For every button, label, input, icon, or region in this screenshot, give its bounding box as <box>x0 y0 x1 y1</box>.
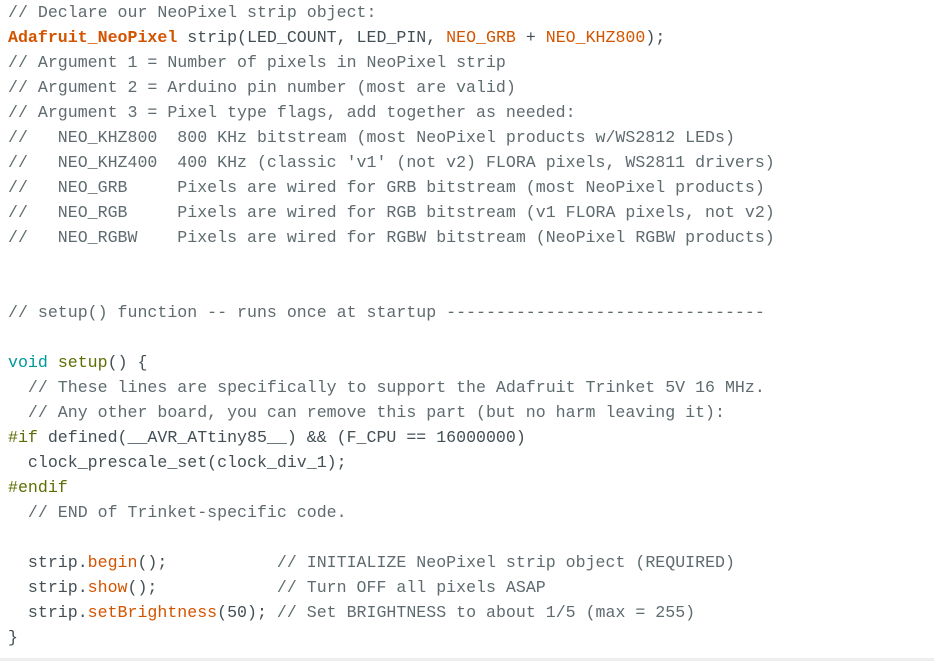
code-line-17: // Any other board, you can remove this … <box>8 400 775 425</box>
comment: // These lines are specifically to suppo… <box>8 378 765 397</box>
code-line-7: // NEO_KHZ400 400 KHz (classic 'v1' (not… <box>8 150 775 175</box>
comment: // Argument 1 = Number of pixels in NeoP… <box>8 53 506 72</box>
code-line-19: clock_prescale_set(clock_div_1); <box>8 450 775 475</box>
comment: // setup() function -- runs once at star… <box>8 303 765 322</box>
code-line-10: // NEO_RGBW Pixels are wired for RGBW bi… <box>8 225 775 250</box>
code-text: strip. <box>8 603 88 622</box>
code-line-14-blank <box>8 325 775 350</box>
code-text <box>48 353 58 372</box>
code-line-13: // setup() function -- runs once at star… <box>8 300 775 325</box>
code-line-12-blank <box>8 275 775 300</box>
comment: // NEO_RGB Pixels are wired for RGB bits… <box>8 203 775 222</box>
comment: // NEO_GRB Pixels are wired for GRB bits… <box>8 178 765 197</box>
code-line-6: // NEO_KHZ800 800 KHz bitstream (most Ne… <box>8 125 775 150</box>
code-line-23: strip.begin(); // INITIALIZE NeoPixel st… <box>8 550 775 575</box>
comment: // Any other board, you can remove this … <box>8 403 725 422</box>
function-name: setup <box>57 353 108 372</box>
code-line-26: } <box>8 625 775 650</box>
preprocessor-directive: #if <box>8 428 38 447</box>
horizontal-scrollbar-track[interactable] <box>0 658 934 661</box>
comment: // NEO_RGBW Pixels are wired for RGBW bi… <box>8 228 775 247</box>
code-line-11-blank <box>8 250 775 275</box>
code-text: (); <box>137 553 277 572</box>
comment: // Argument 2 = Arduino pin number (most… <box>8 78 516 97</box>
code-text: (); <box>127 578 277 597</box>
constant: NEO_KHZ800 <box>545 28 646 47</box>
code-text: () { <box>107 353 148 372</box>
code-line-5: // Argument 3 = Pixel type flags, add to… <box>8 100 775 125</box>
comment: // Declare our NeoPixel strip object: <box>8 3 377 22</box>
comment: // END of Trinket-specific code. <box>8 503 347 522</box>
comment: // Set BRIGHTNESS to about 1/5 (max = 25… <box>276 603 696 622</box>
code-text: strip. <box>8 553 88 572</box>
code-line-16: // These lines are specifically to suppo… <box>8 375 775 400</box>
comment: // NEO_KHZ400 400 KHz (classic 'v1' (not… <box>8 153 775 172</box>
constant: NEO_GRB <box>446 28 516 47</box>
comment: // Argument 3 = Pixel type flags, add to… <box>8 103 576 122</box>
code-line-20: #endif <box>8 475 775 500</box>
code-line-9: // NEO_RGB Pixels are wired for RGB bits… <box>8 200 775 225</box>
code-line-22-blank <box>8 525 775 550</box>
comment: // NEO_KHZ800 800 KHz bitstream (most Ne… <box>8 128 735 147</box>
method-name: begin <box>87 553 138 572</box>
preprocessor-directive: #endif <box>8 478 68 497</box>
type-name: Adafruit_NeoPixel <box>8 28 178 47</box>
code-line-24: strip.show(); // Turn OFF all pixels ASA… <box>8 575 775 600</box>
code-line-8: // NEO_GRB Pixels are wired for GRB bits… <box>8 175 775 200</box>
code-line-3: // Argument 1 = Number of pixels in NeoP… <box>8 50 775 75</box>
method-name: setBrightness <box>87 603 218 622</box>
code-line-18: #if defined(__AVR_ATtiny85__) && (F_CPU … <box>8 425 775 450</box>
code-line-25: strip.setBrightness(50); // Set BRIGHTNE… <box>8 600 775 625</box>
code-line-21: // END of Trinket-specific code. <box>8 500 775 525</box>
code-text: } <box>8 628 18 647</box>
code-text: strip(LED_COUNT, LED_PIN, <box>177 28 447 47</box>
code-line-4: // Argument 2 = Arduino pin number (most… <box>8 75 775 100</box>
keyword: void <box>8 353 48 372</box>
code-line-2: Adafruit_NeoPixel strip(LED_COUNT, LED_P… <box>8 25 775 50</box>
code-text: (50); <box>217 603 277 622</box>
method-name: show <box>87 578 128 597</box>
code-text: ); <box>645 28 666 47</box>
code-text: clock_prescale_set(clock_div_1); <box>8 453 347 472</box>
code-text: + <box>515 28 546 47</box>
comment: // INITIALIZE NeoPixel strip object (REQ… <box>276 553 735 572</box>
code-text: strip. <box>8 578 88 597</box>
comment: // Turn OFF all pixels ASAP <box>276 578 546 597</box>
code-text: defined(__AVR_ATtiny85__) && (F_CPU == 1… <box>37 428 526 447</box>
code-block: // Declare our NeoPixel strip object: Ada… <box>8 0 775 650</box>
code-line-15: void setup() { <box>8 350 775 375</box>
code-line-1: // Declare our NeoPixel strip object: <box>8 0 775 25</box>
